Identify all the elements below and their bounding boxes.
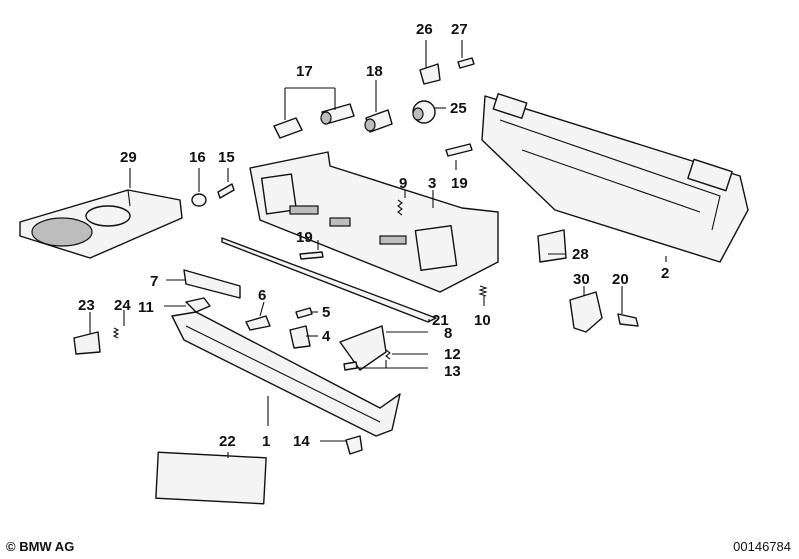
callout-29: 29 <box>120 149 137 166</box>
callout-14: 14 <box>293 433 310 450</box>
callout-25: 25 <box>450 100 467 117</box>
callout-24: 24 <box>114 297 131 314</box>
part-4-hinge <box>289 325 311 349</box>
part-28-cover <box>537 229 567 263</box>
part-16-cap <box>191 193 207 207</box>
callout-2: 2 <box>661 265 669 282</box>
callout-4: 4 <box>322 328 331 345</box>
callout-20: 20 <box>612 271 629 288</box>
part-19-pin-lower <box>299 251 324 260</box>
part-21-sealing-strip <box>221 237 437 323</box>
part-22-label <box>155 451 267 505</box>
part-1-glovebox-lid <box>171 311 401 437</box>
callout-21: 21 <box>432 312 449 329</box>
part-15-screw <box>217 183 235 199</box>
callout-15: 15 <box>218 149 235 166</box>
part-25-bushing <box>412 100 436 124</box>
part-23-latch <box>73 331 101 355</box>
leader-lines <box>89 40 667 458</box>
part-20-screw <box>617 313 639 327</box>
part-11-clip <box>185 297 211 313</box>
part-19-pin-upper <box>445 143 473 157</box>
callout-7: 7 <box>150 273 158 290</box>
callout-16: 16 <box>189 149 206 166</box>
part-6-spring-clip <box>245 315 271 331</box>
callout-27: 27 <box>451 21 468 38</box>
callout-28: 28 <box>572 246 589 263</box>
part-24-spring <box>112 327 120 339</box>
callout-13: 13 <box>444 363 461 380</box>
part-13-screw <box>343 361 358 371</box>
callout-11: 11 <box>138 299 154 316</box>
part-7-bracket <box>183 269 241 299</box>
part-14-screw <box>345 435 363 455</box>
part-30-bracket <box>569 291 603 333</box>
part-12-spring <box>385 349 391 360</box>
callout-3: 3 <box>428 175 436 192</box>
callout-10: 10 <box>474 312 491 329</box>
callout-6: 6 <box>258 287 266 304</box>
callout-8: 8 <box>444 325 452 342</box>
part-8-lever <box>339 325 387 371</box>
part-5-screw <box>295 307 313 319</box>
callout-23: 23 <box>78 297 95 314</box>
callout-12: 12 <box>444 346 461 363</box>
callout-labels: 1 2 3 4 5 6 7 8 9 10 11 12 13 14 15 16 1… <box>78 21 669 450</box>
diagram-id-label: 00146784 <box>733 539 791 554</box>
callout-19-lower: 19 <box>296 229 313 246</box>
copyright-label: © BMW AG <box>6 539 75 554</box>
callout-1: 1 <box>262 433 270 450</box>
part-9-spring <box>397 199 403 216</box>
callout-26: 26 <box>416 21 433 38</box>
part-26-clip <box>419 63 441 85</box>
part-2-glovebox-housing <box>481 93 749 263</box>
callout-17: 17 <box>296 63 313 80</box>
part-18-lock-cylinder <box>364 109 393 133</box>
part-29-cup-holder <box>19 189 183 259</box>
callout-30: 30 <box>573 271 590 288</box>
part-10-spring <box>478 285 488 297</box>
part-3-glovebox-frame <box>249 151 499 293</box>
part-17-lock-and-key <box>273 103 355 139</box>
callout-5: 5 <box>322 304 330 321</box>
callout-19-upper: 19 <box>451 175 468 192</box>
callout-9: 9 <box>399 175 407 192</box>
callout-18: 18 <box>366 63 383 80</box>
part-27-screw <box>457 57 475 69</box>
callout-22: 22 <box>219 433 236 450</box>
